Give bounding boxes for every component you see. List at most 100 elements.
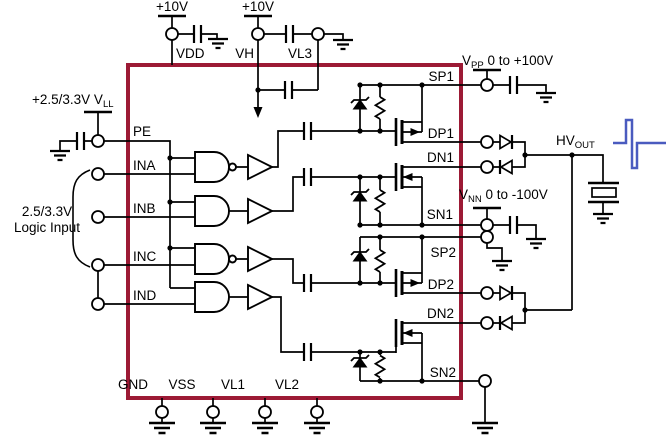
diode-dp1-icon: [498, 133, 514, 151]
ground-icon: [147, 421, 177, 435]
ground-icon: [250, 421, 280, 435]
wires-top-left: [59, 16, 397, 353]
terminal-vdd: [165, 27, 179, 41]
nand-gate-c-bubble-icon: [228, 254, 237, 264]
logic-input-bracket: [72, 169, 91, 268]
terminal-dp1: [480, 135, 494, 149]
terminal-vh: [251, 27, 265, 41]
pin-label-dp2: DP2: [428, 277, 454, 292]
pin-label-vl3: VL3: [288, 46, 312, 61]
terminal-vl3: [311, 27, 325, 41]
coupling-capacitor-a: [302, 120, 313, 142]
logic-input-caption-line1: 2.5/3.3V: [22, 204, 72, 219]
terminal-dn1: [480, 160, 494, 174]
hv-output-waveform-icon: [613, 118, 666, 170]
pin-label-vdd: VDD: [176, 46, 205, 61]
vll-bypass-capacitor: [75, 130, 86, 152]
hv-out-label: HVOUT: [556, 133, 595, 151]
vdd-bypass-capacitor: [192, 23, 203, 45]
logic-input-caption-line2: Logic Input: [14, 220, 80, 235]
junction-dot: [357, 82, 363, 88]
junction-dot: [357, 280, 363, 286]
transducer-crystal: [591, 187, 617, 198]
junction-dot: [377, 378, 383, 384]
junction-dot: [377, 349, 383, 355]
vll-supply-label: +2.5/3.3V VLL: [32, 92, 114, 110]
ground-icon: [302, 421, 332, 435]
and-gate-d: [194, 281, 230, 313]
ground-icon: [48, 149, 72, 162]
junction-dot: [377, 82, 383, 88]
junction-dots: [167, 82, 575, 384]
terminal-vl2: [310, 405, 324, 419]
junction-dot: [377, 128, 383, 134]
gate-resistor-d: [374, 354, 386, 379]
buffer-c: [247, 245, 275, 273]
terminal-gnd: [155, 405, 169, 419]
pin-label-inc: INC: [133, 249, 157, 264]
labels: +10V +10V VDD VH VL3 +2.5/3.3V VLL PE IN…: [14, 0, 595, 392]
pin-label-vss: VSS: [168, 377, 195, 392]
pin-label-dn2: DN2: [427, 306, 454, 321]
junction-dot: [255, 87, 261, 93]
junction-dot: [377, 280, 383, 286]
junction-dot: [419, 234, 425, 240]
pin-label-sn1: SN1: [427, 207, 453, 222]
junction-dot: [357, 128, 363, 134]
junction-dot: [167, 199, 173, 205]
pin-label-dp1: DP1: [428, 126, 454, 141]
pin-label-ina: INA: [133, 158, 156, 173]
terminal-ina: [91, 167, 105, 181]
and-gate-b: [194, 195, 230, 227]
wires: [59, 16, 604, 423]
buffer-d: [247, 283, 275, 311]
pmos-transistor-dp2: [394, 267, 424, 299]
vh-down-arrow-icon: [253, 107, 263, 118]
logic-gates: [194, 151, 275, 313]
wires-right-bottom: [161, 70, 604, 423]
junction-dot: [522, 152, 528, 158]
junction-dot: [167, 245, 173, 251]
pin-label-inb: INB: [133, 201, 156, 216]
junction-dot: [167, 155, 173, 161]
ground-icon: [206, 37, 230, 50]
terminal-inc: [91, 258, 105, 272]
coupling-capacitor-d: [302, 341, 313, 363]
vnn-bypass-capacitor: [508, 214, 519, 236]
junction-dot: [419, 222, 425, 228]
gate-resistor-a: [374, 96, 386, 120]
coupling-capacitor-c: [302, 272, 313, 294]
ground-icon: [591, 212, 615, 225]
nand-gate-c: [194, 243, 230, 275]
nmos-transistor-dn2: [394, 317, 424, 349]
vh-vl3-capacitor-internal: [283, 79, 294, 101]
vpp-supply-label: VPP 0 to +100V: [462, 53, 553, 71]
pin-label-vh: VH: [235, 46, 254, 61]
buffer-a: [247, 153, 275, 181]
ground-icon: [331, 38, 355, 51]
pmos-transistor-dp1: [394, 116, 424, 148]
junction-dot: [419, 82, 425, 88]
diode-dn2-icon: [498, 314, 514, 332]
junction-dot: [419, 378, 425, 384]
pin-label-sp2: SP2: [430, 245, 456, 260]
terminal-ind: [91, 297, 105, 311]
vh-vl3-capacitor-external: [284, 23, 295, 45]
gate-resistor-b: [374, 189, 386, 213]
ground-symbols: [48, 37, 615, 435]
terminal-sn1: [480, 218, 494, 232]
transducer: [588, 181, 619, 204]
ic-outline-box: [126, 63, 463, 400]
nmos-transistor-dn1: [394, 161, 424, 193]
gate-resistor-c: [374, 249, 386, 273]
junction-dot: [377, 174, 383, 180]
vh-supply-label: +10V: [242, 0, 274, 14]
nand-gate-a: [194, 151, 230, 183]
ground-icon: [490, 259, 514, 272]
ground-icon: [524, 237, 548, 250]
terminal-pe: [91, 134, 105, 148]
terminal-sn2: [478, 374, 492, 388]
ground-icon: [470, 421, 500, 435]
